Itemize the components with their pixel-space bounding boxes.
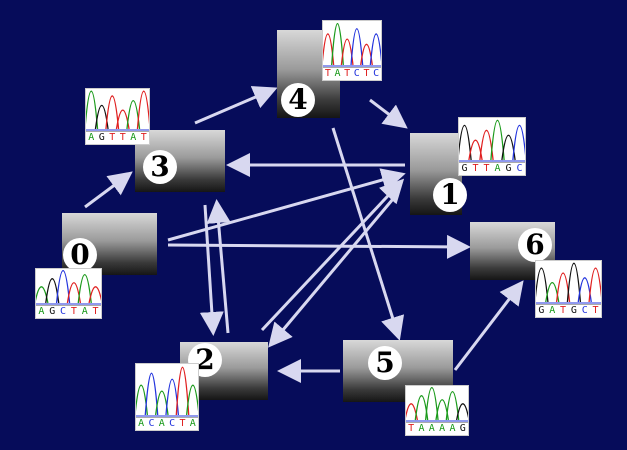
- base-letter: T: [344, 68, 351, 79]
- edge-arrow-0-to-3: [84, 171, 133, 209]
- base-letter: T: [483, 163, 490, 174]
- base-letter: A: [428, 423, 435, 434]
- edge-arrow-4-to-5: [331, 127, 405, 341]
- edge-arrow-3-to-2: [199, 204, 224, 336]
- peak-T: [136, 90, 149, 130]
- peak-A: [424, 386, 439, 421]
- base-letter: A: [439, 423, 446, 434]
- base-letter: T: [179, 418, 186, 429]
- base-letter: G: [505, 163, 512, 174]
- base-letter: A: [158, 418, 165, 429]
- base-letter: T: [592, 305, 599, 316]
- base-letter: A: [81, 306, 88, 317]
- base-letter: C: [169, 418, 176, 429]
- base-letter: C: [148, 418, 155, 429]
- base-letter: T: [140, 132, 147, 143]
- base-letter: T: [70, 306, 77, 317]
- edge-arrow-1-to-2: [268, 192, 400, 348]
- base-letter: A: [334, 68, 341, 79]
- base-letter: G: [538, 305, 545, 316]
- edge-arrow-4-to-1: [369, 98, 408, 129]
- node-6-label: 6: [518, 228, 552, 262]
- edge-arrow-3-to-4: [194, 86, 278, 125]
- base-letter: G: [98, 132, 105, 143]
- edge-arrow-2-to-1: [260, 178, 405, 332]
- node-0-label: 0: [63, 238, 97, 272]
- peak-C: [350, 28, 364, 66]
- peak-G: [536, 267, 549, 303]
- peak-T: [88, 286, 101, 304]
- node-5-label: 5: [368, 346, 402, 380]
- peak-C: [55, 269, 71, 304]
- peak-C: [512, 124, 525, 161]
- peak-T: [175, 366, 190, 416]
- base-letter: T: [109, 132, 116, 143]
- peak-A: [185, 384, 198, 416]
- base-letter: G: [459, 423, 466, 434]
- base-letter: A: [130, 132, 137, 143]
- base-letter: G: [461, 163, 468, 174]
- peak-A: [331, 23, 344, 66]
- base-letter: A: [88, 132, 95, 143]
- node-1-label: 1: [433, 178, 467, 212]
- node-3-label: 3: [143, 150, 177, 184]
- edge-arrow-2-to-3: [206, 199, 231, 334]
- base-letter: C: [516, 163, 523, 174]
- base-letter: C: [581, 305, 588, 316]
- peak-C: [369, 33, 381, 66]
- base-letter: G: [570, 305, 577, 316]
- peak-A: [77, 274, 92, 304]
- peak-T: [588, 267, 601, 303]
- base-letter: T: [119, 132, 126, 143]
- base-letter: T: [324, 68, 331, 79]
- base-letter: A: [549, 305, 556, 316]
- base-letter: T: [472, 163, 479, 174]
- base-letter: C: [353, 68, 360, 79]
- peak-A: [445, 391, 460, 421]
- base-letter: C: [373, 68, 380, 79]
- base-letter: A: [418, 423, 425, 434]
- node-4-label: 4: [281, 83, 315, 117]
- edge-arrow-5-to-6: [453, 280, 524, 371]
- base-letter: T: [408, 423, 415, 434]
- base-letter: C: [60, 306, 67, 317]
- base-letter: A: [189, 418, 196, 429]
- base-letter: A: [449, 423, 456, 434]
- edge-arrow-0-to-6: [167, 234, 471, 259]
- peak-A: [86, 90, 99, 130]
- peak-G: [566, 262, 582, 303]
- base-letter: T: [560, 305, 567, 316]
- peak-G: [459, 124, 472, 161]
- peak-A: [490, 120, 505, 161]
- base-letter: G: [49, 306, 56, 317]
- base-letter: A: [38, 306, 45, 317]
- peak-T: [105, 95, 120, 130]
- base-letter: A: [494, 163, 501, 174]
- base-letter: T: [363, 68, 370, 79]
- base-letter: T: [92, 306, 99, 317]
- base-letter: A: [138, 418, 145, 429]
- peak-G: [455, 403, 468, 421]
- peak-C: [144, 372, 159, 416]
